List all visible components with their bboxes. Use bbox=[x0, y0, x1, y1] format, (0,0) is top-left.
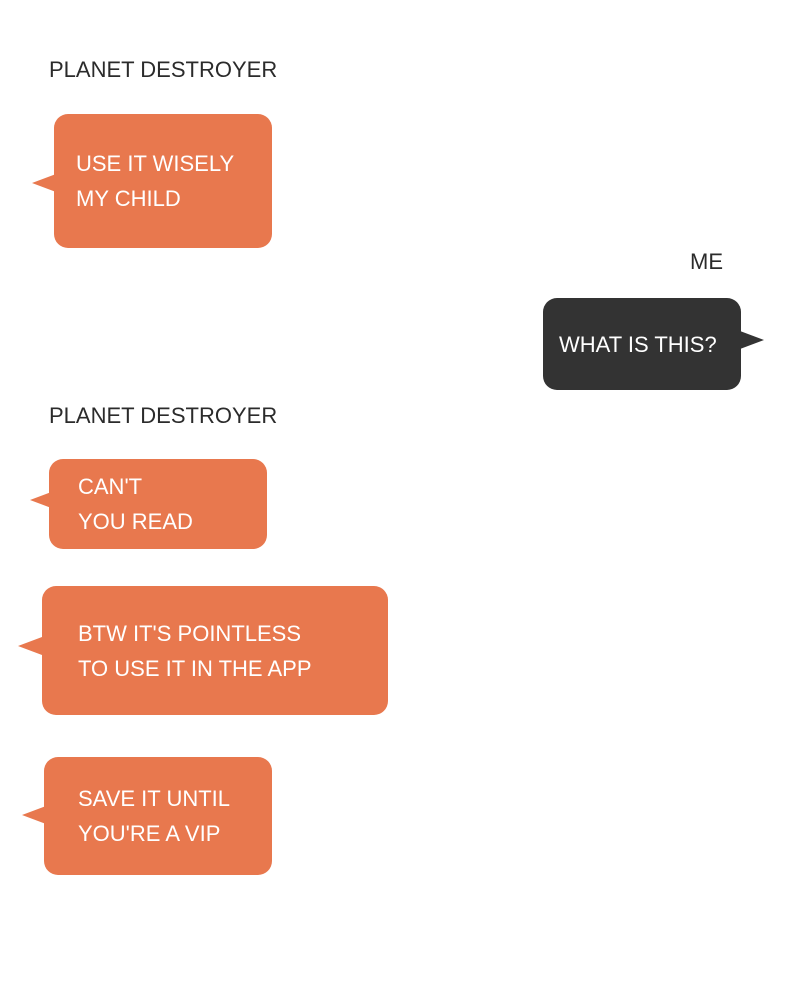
message-line: SAVE IT UNTIL bbox=[78, 786, 231, 811]
message-bubble: SAVE IT UNTIL YOU'RE A VIP bbox=[44, 757, 272, 875]
message-bubble: USE IT WISELY MY CHILD bbox=[54, 114, 272, 248]
bubble-tail bbox=[22, 806, 46, 824]
bubble-tail bbox=[32, 174, 56, 192]
message-bubble-user: WHAT IS THIS? bbox=[543, 298, 741, 390]
message-line: TO USE IT IN THE APP bbox=[78, 655, 312, 681]
message-line: WHAT IS THIS? bbox=[559, 331, 717, 357]
sender-label: ME bbox=[690, 249, 723, 274]
message-line: CAN'T bbox=[78, 474, 143, 499]
message-bubble: CAN'T YOU READ bbox=[49, 459, 267, 549]
message-line: BTW IT'S POINTLESS bbox=[78, 620, 302, 646]
sender-label: PLANET DESTROYER bbox=[49, 57, 278, 82]
bubble-tail bbox=[740, 331, 764, 349]
message-bubble: BTW IT'S POINTLESS TO USE IT IN THE APP bbox=[42, 586, 388, 715]
bubble-tail bbox=[18, 637, 42, 655]
message-line: MY CHILD bbox=[76, 186, 181, 211]
message-line: YOU READ bbox=[78, 509, 193, 534]
bubble-tail bbox=[30, 491, 54, 509]
message-line: YOU'RE A VIP bbox=[78, 821, 221, 846]
sender-label: PLANET DESTROYER bbox=[49, 403, 278, 428]
message-line: USE IT WISELY bbox=[76, 151, 235, 176]
